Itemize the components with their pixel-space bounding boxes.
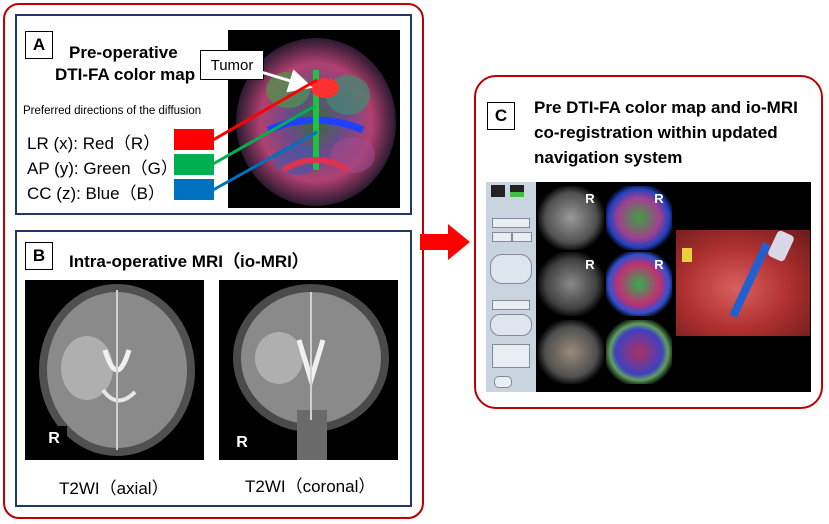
nav-microscope-view	[676, 230, 810, 336]
panel-c-title-line2: co-registration within updated	[534, 123, 778, 142]
direction-ap-label: AP (y): Green（G）	[27, 159, 178, 178]
nav-tile-dti-2	[606, 252, 672, 316]
direction-ap-swatch	[174, 154, 214, 175]
panel-a: A Pre-operative DTI-FA color map Preferr…	[15, 14, 412, 215]
nav-tile-label-1: R	[585, 190, 595, 206]
nav-tile-grayscale-3	[538, 320, 604, 384]
panel-b-badge: B	[25, 242, 53, 270]
direction-lr-swatch	[174, 129, 214, 150]
nav-tile-dti-1	[606, 186, 672, 250]
tumor-label: Tumor	[200, 50, 264, 80]
panel-a-title-line2: DTI-FA color map	[55, 65, 196, 84]
navigation-screenshot: R R R R	[486, 182, 811, 392]
direction-lr-label: LR (x): Red（R）	[27, 134, 161, 153]
panel-b: B Intra-operative MRI（io-MRI） R T2WI（axi…	[15, 230, 412, 507]
panel-a-title-line1: Pre-operative	[69, 43, 178, 62]
tumor-arrow	[212, 69, 318, 192]
mri-axial-caption: T2WI（axial）	[59, 479, 169, 498]
panel-c-frame	[474, 75, 823, 409]
nav-tile-label-2: R	[654, 190, 664, 206]
left-frame	[3, 3, 424, 519]
panel-a-badge: A	[25, 31, 53, 59]
panel-b-title: Intra-operative MRI（io-MRI）	[69, 252, 309, 271]
mri-coronal-caption: T2WI（coronal）	[245, 477, 376, 496]
directions-heading: Preferred directions of the diffusion	[23, 105, 202, 117]
direction-cc-swatch	[174, 179, 214, 200]
mri-axial-image: R	[25, 280, 204, 460]
mri-coronal-image: R	[219, 280, 398, 460]
mri-coronal-side-label: R	[229, 430, 255, 456]
panel-c-title-line3: navigation system	[534, 148, 683, 167]
nav-tile-dti-3	[606, 320, 672, 384]
nav-control-sidebar	[486, 182, 536, 392]
flow-arrow	[420, 224, 470, 260]
panel-c-title-line1: Pre DTI-FA color map and io-MRI	[534, 98, 798, 117]
nav-tile-label-3: R	[585, 256, 595, 272]
nav-tile-grayscale-1	[538, 186, 604, 250]
panel-c-badge: C	[487, 102, 515, 130]
nav-tile-label-4: R	[654, 256, 664, 272]
direction-cc-label: CC (z): Blue（B）	[27, 184, 165, 203]
nav-tile-grayscale-2	[538, 252, 604, 316]
mri-axial-side-label: R	[41, 426, 67, 452]
